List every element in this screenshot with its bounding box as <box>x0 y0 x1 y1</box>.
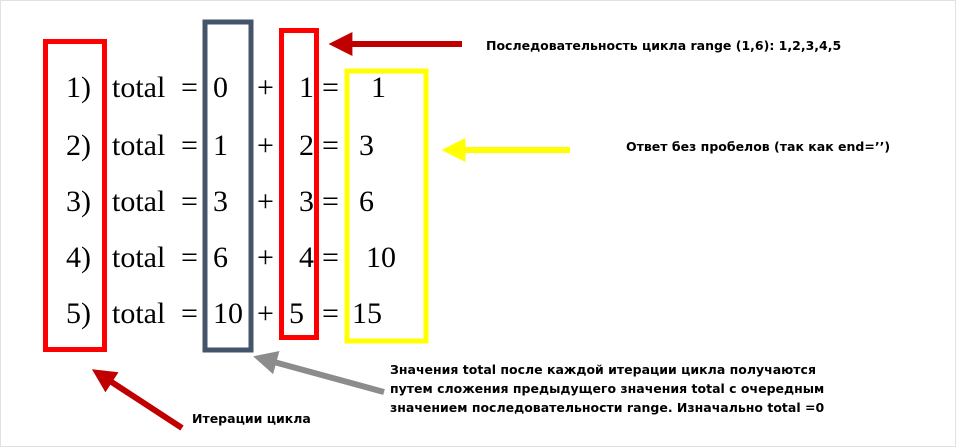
total-label: total <box>112 297 166 330</box>
equals-sign: = <box>181 241 198 274</box>
total-explanation-line: значением последовательности range. Изна… <box>390 400 825 415</box>
answer-box <box>344 68 429 344</box>
iterations-note: Итерации цикла <box>192 411 311 426</box>
iteration-number: 5) <box>66 297 91 330</box>
iteration-number: 4) <box>66 241 91 274</box>
equals-sign: = <box>181 129 198 162</box>
plus-sign: + <box>257 129 274 162</box>
range-term: 5 <box>289 297 304 330</box>
total-explanation-line: путем сложения предыдущего значения tota… <box>390 381 825 396</box>
iteration-number: 1) <box>66 71 91 104</box>
total-label: total <box>112 129 166 162</box>
total-arrow <box>253 351 385 395</box>
result-value: 10 <box>366 241 396 274</box>
previous-total: 10 <box>213 297 243 330</box>
range-sequence-box <box>279 28 319 340</box>
total-explanation-note: Значения total после каждой итерации цик… <box>390 360 890 417</box>
plus-sign: + <box>257 71 274 104</box>
previous-total: 0 <box>213 71 228 104</box>
equals-sign: = <box>322 297 339 330</box>
equals-sign: = <box>322 71 339 104</box>
sequence-note: Последовательность цикла range (1,6): 1,… <box>486 38 842 53</box>
result-value: 1 <box>371 71 386 104</box>
equals-sign: = <box>181 185 198 218</box>
plus-sign: + <box>257 185 274 218</box>
plus-sign: + <box>257 297 274 330</box>
equals-sign: = <box>322 241 339 274</box>
total-label: total <box>112 185 166 218</box>
total-label: total <box>112 241 166 274</box>
equals-sign: = <box>322 129 339 162</box>
equals-sign: = <box>322 185 339 218</box>
equation-row: 3) total = 3 + 3 = 6 <box>0 178 956 226</box>
iterations-box <box>43 39 107 352</box>
equation-row: 1) total = 0 + 1 = 1 <box>0 64 956 112</box>
equals-sign: = <box>181 297 198 330</box>
plus-sign: + <box>257 241 274 274</box>
previous-total: 1 <box>213 129 228 162</box>
equation-row: 5) total = 10 + 5 = 15 <box>0 290 956 338</box>
range-term: 4 <box>299 241 314 274</box>
iterations-arrow <box>91 369 184 431</box>
result-value: 15 <box>352 297 382 330</box>
previous-total: 3 <box>213 185 228 218</box>
result-value: 3 <box>359 129 374 162</box>
equation-row: 4) total = 6 + 4 = 10 <box>0 234 956 282</box>
previous-total: 6 <box>213 241 228 274</box>
previous-total-box <box>202 19 254 353</box>
total-label: total <box>112 71 166 104</box>
equals-sign: = <box>181 71 198 104</box>
iteration-number: 2) <box>66 129 91 162</box>
equation-row: 2) total = 1 + 2 = 3 <box>0 122 956 170</box>
range-term: 1 <box>299 71 314 104</box>
result-value: 6 <box>359 185 374 218</box>
iteration-number: 3) <box>66 185 91 218</box>
range-term: 3 <box>299 185 314 218</box>
range-term: 2 <box>299 129 314 162</box>
answer-note: Ответ без пробелов (так как end=’’) <box>626 139 891 154</box>
total-explanation-line: Значения total после каждой итерации цик… <box>390 362 816 377</box>
